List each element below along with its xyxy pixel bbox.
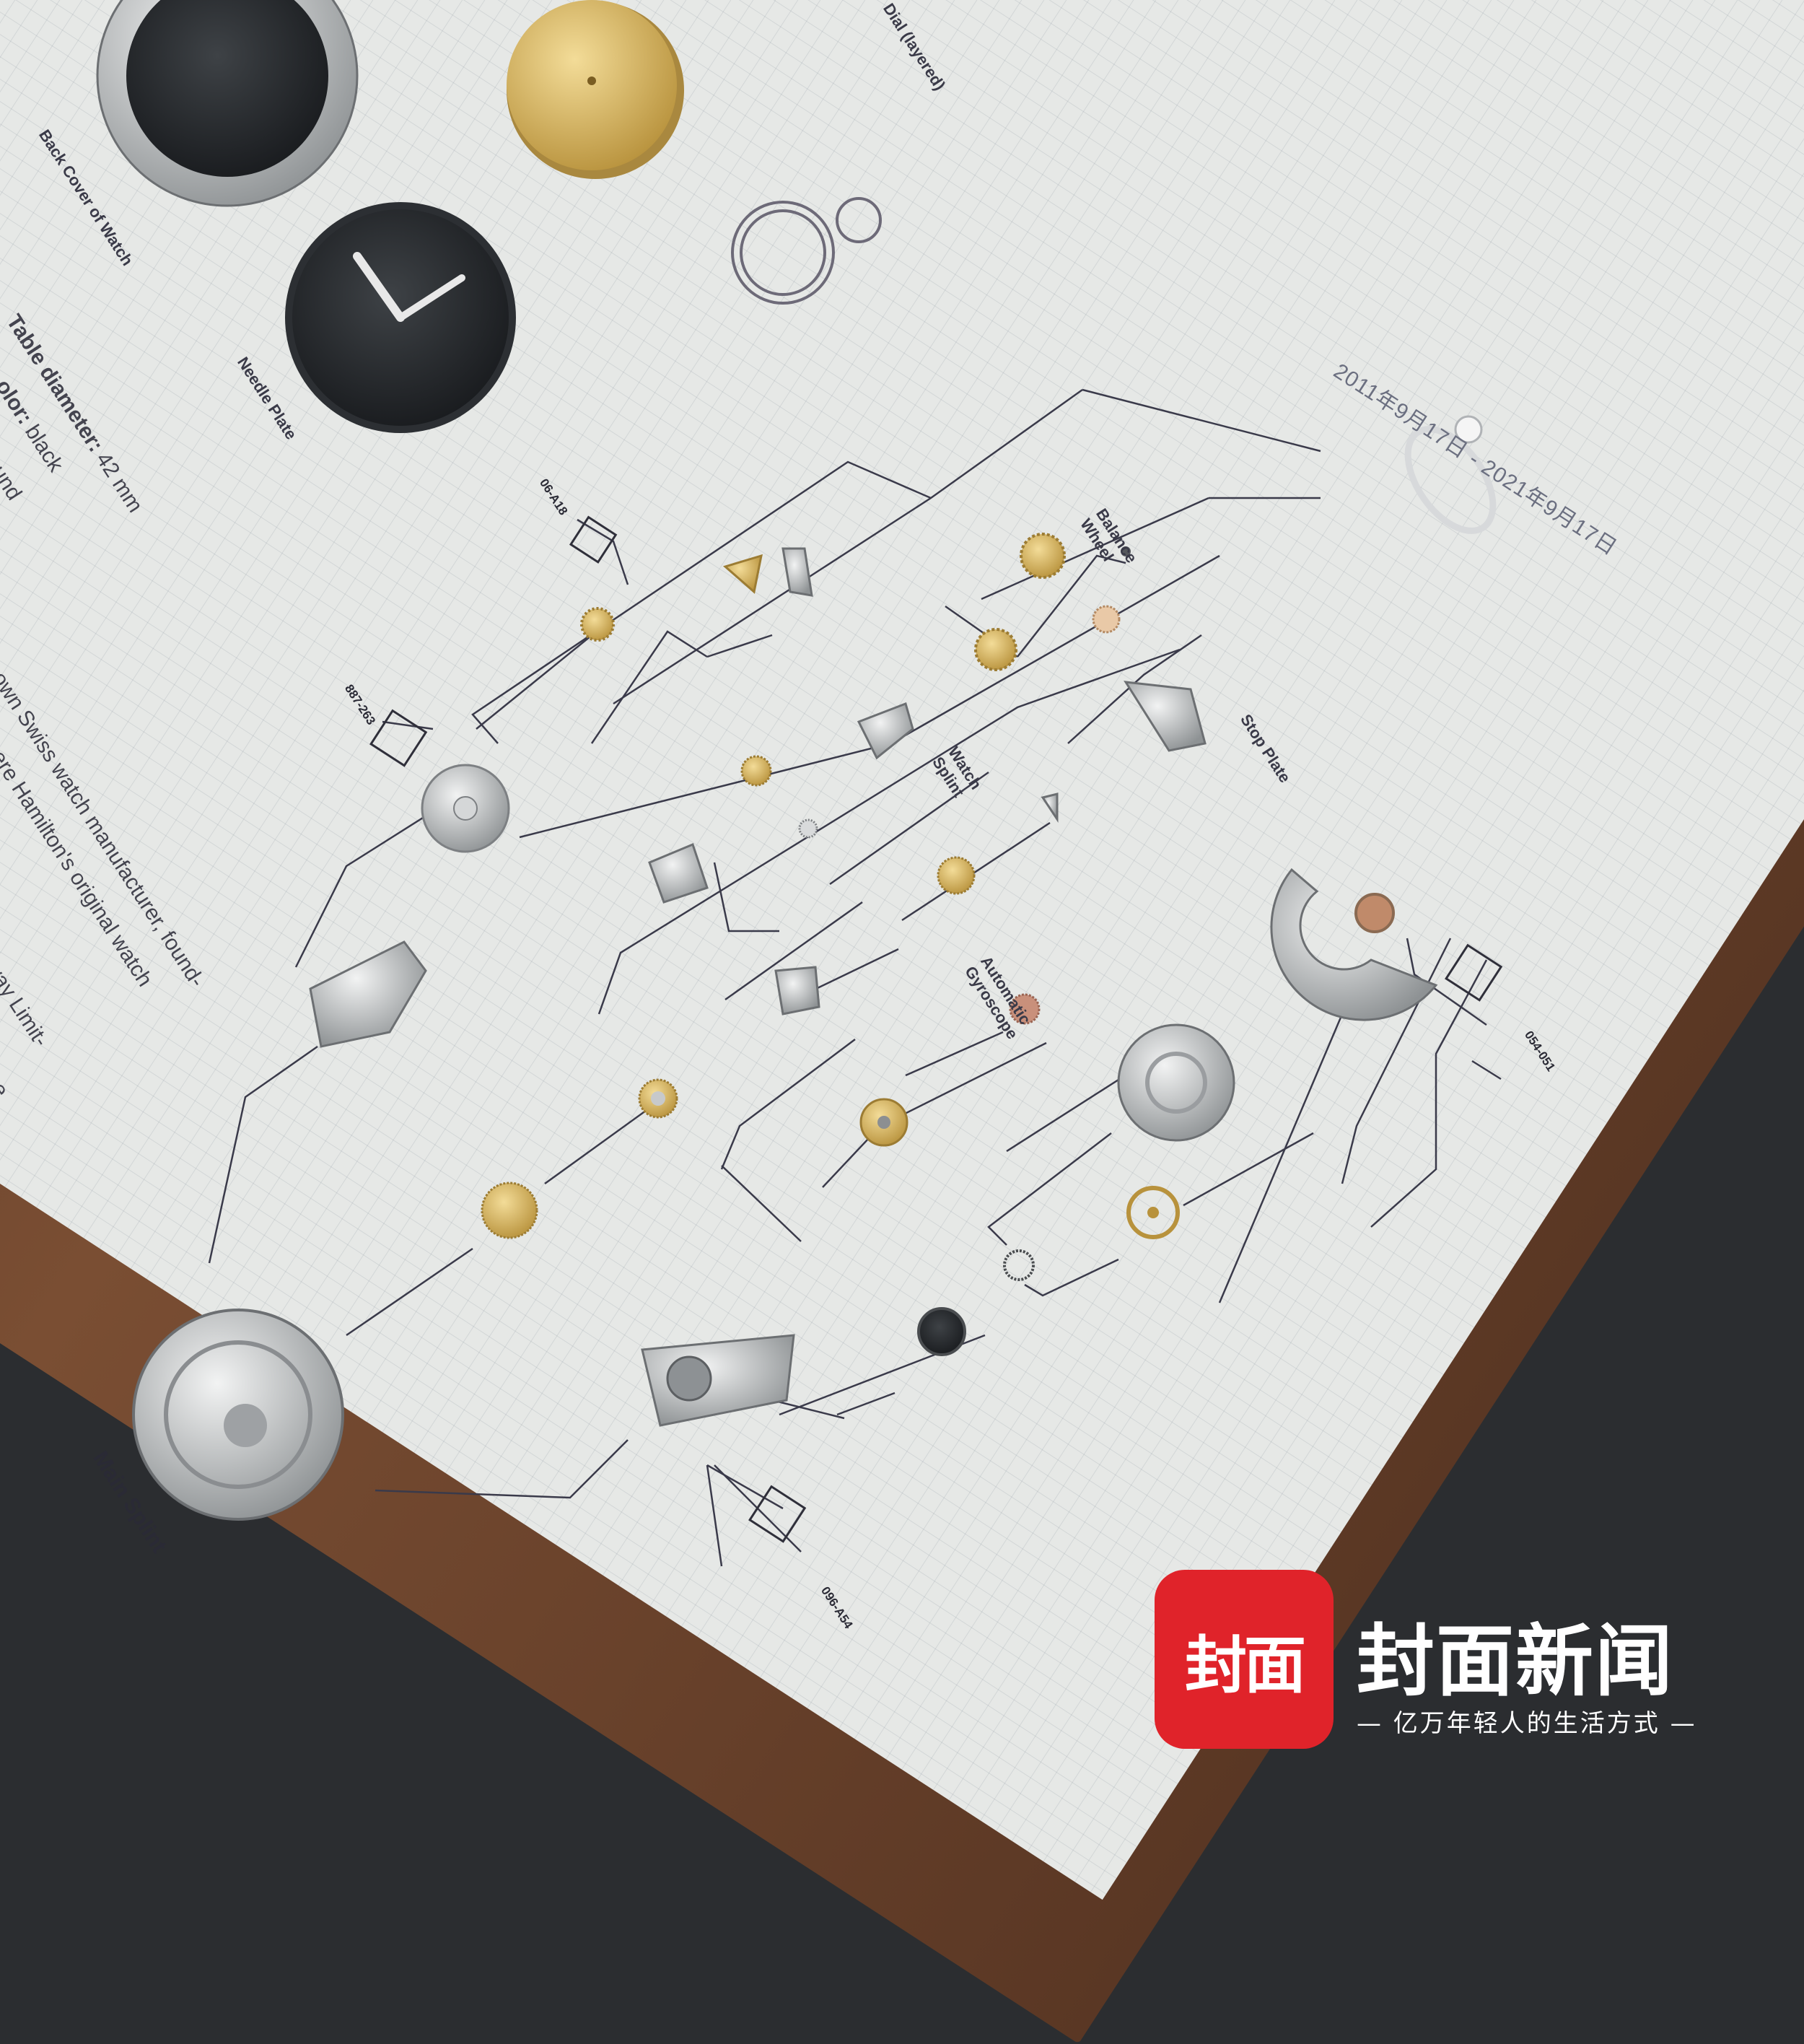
brass-dial-part: [507, 0, 684, 179]
news-slogan: — 亿万年轻人的生活方式 —: [1357, 1709, 1697, 1738]
news-brand-text: 封面新闻: [1357, 1616, 1675, 1707]
pocket-watch-drawing: [731, 197, 882, 305]
news-logo-badge: 封面: [1155, 1570, 1334, 1749]
code-tag-boxes: [369, 515, 1503, 1543]
ring-object: [1404, 415, 1497, 534]
mechanical-parts: [132, 533, 1438, 1521]
schematic: [96, 0, 1503, 1567]
watch-face-part: [285, 202, 516, 433]
back-cover-part: [96, 0, 359, 207]
